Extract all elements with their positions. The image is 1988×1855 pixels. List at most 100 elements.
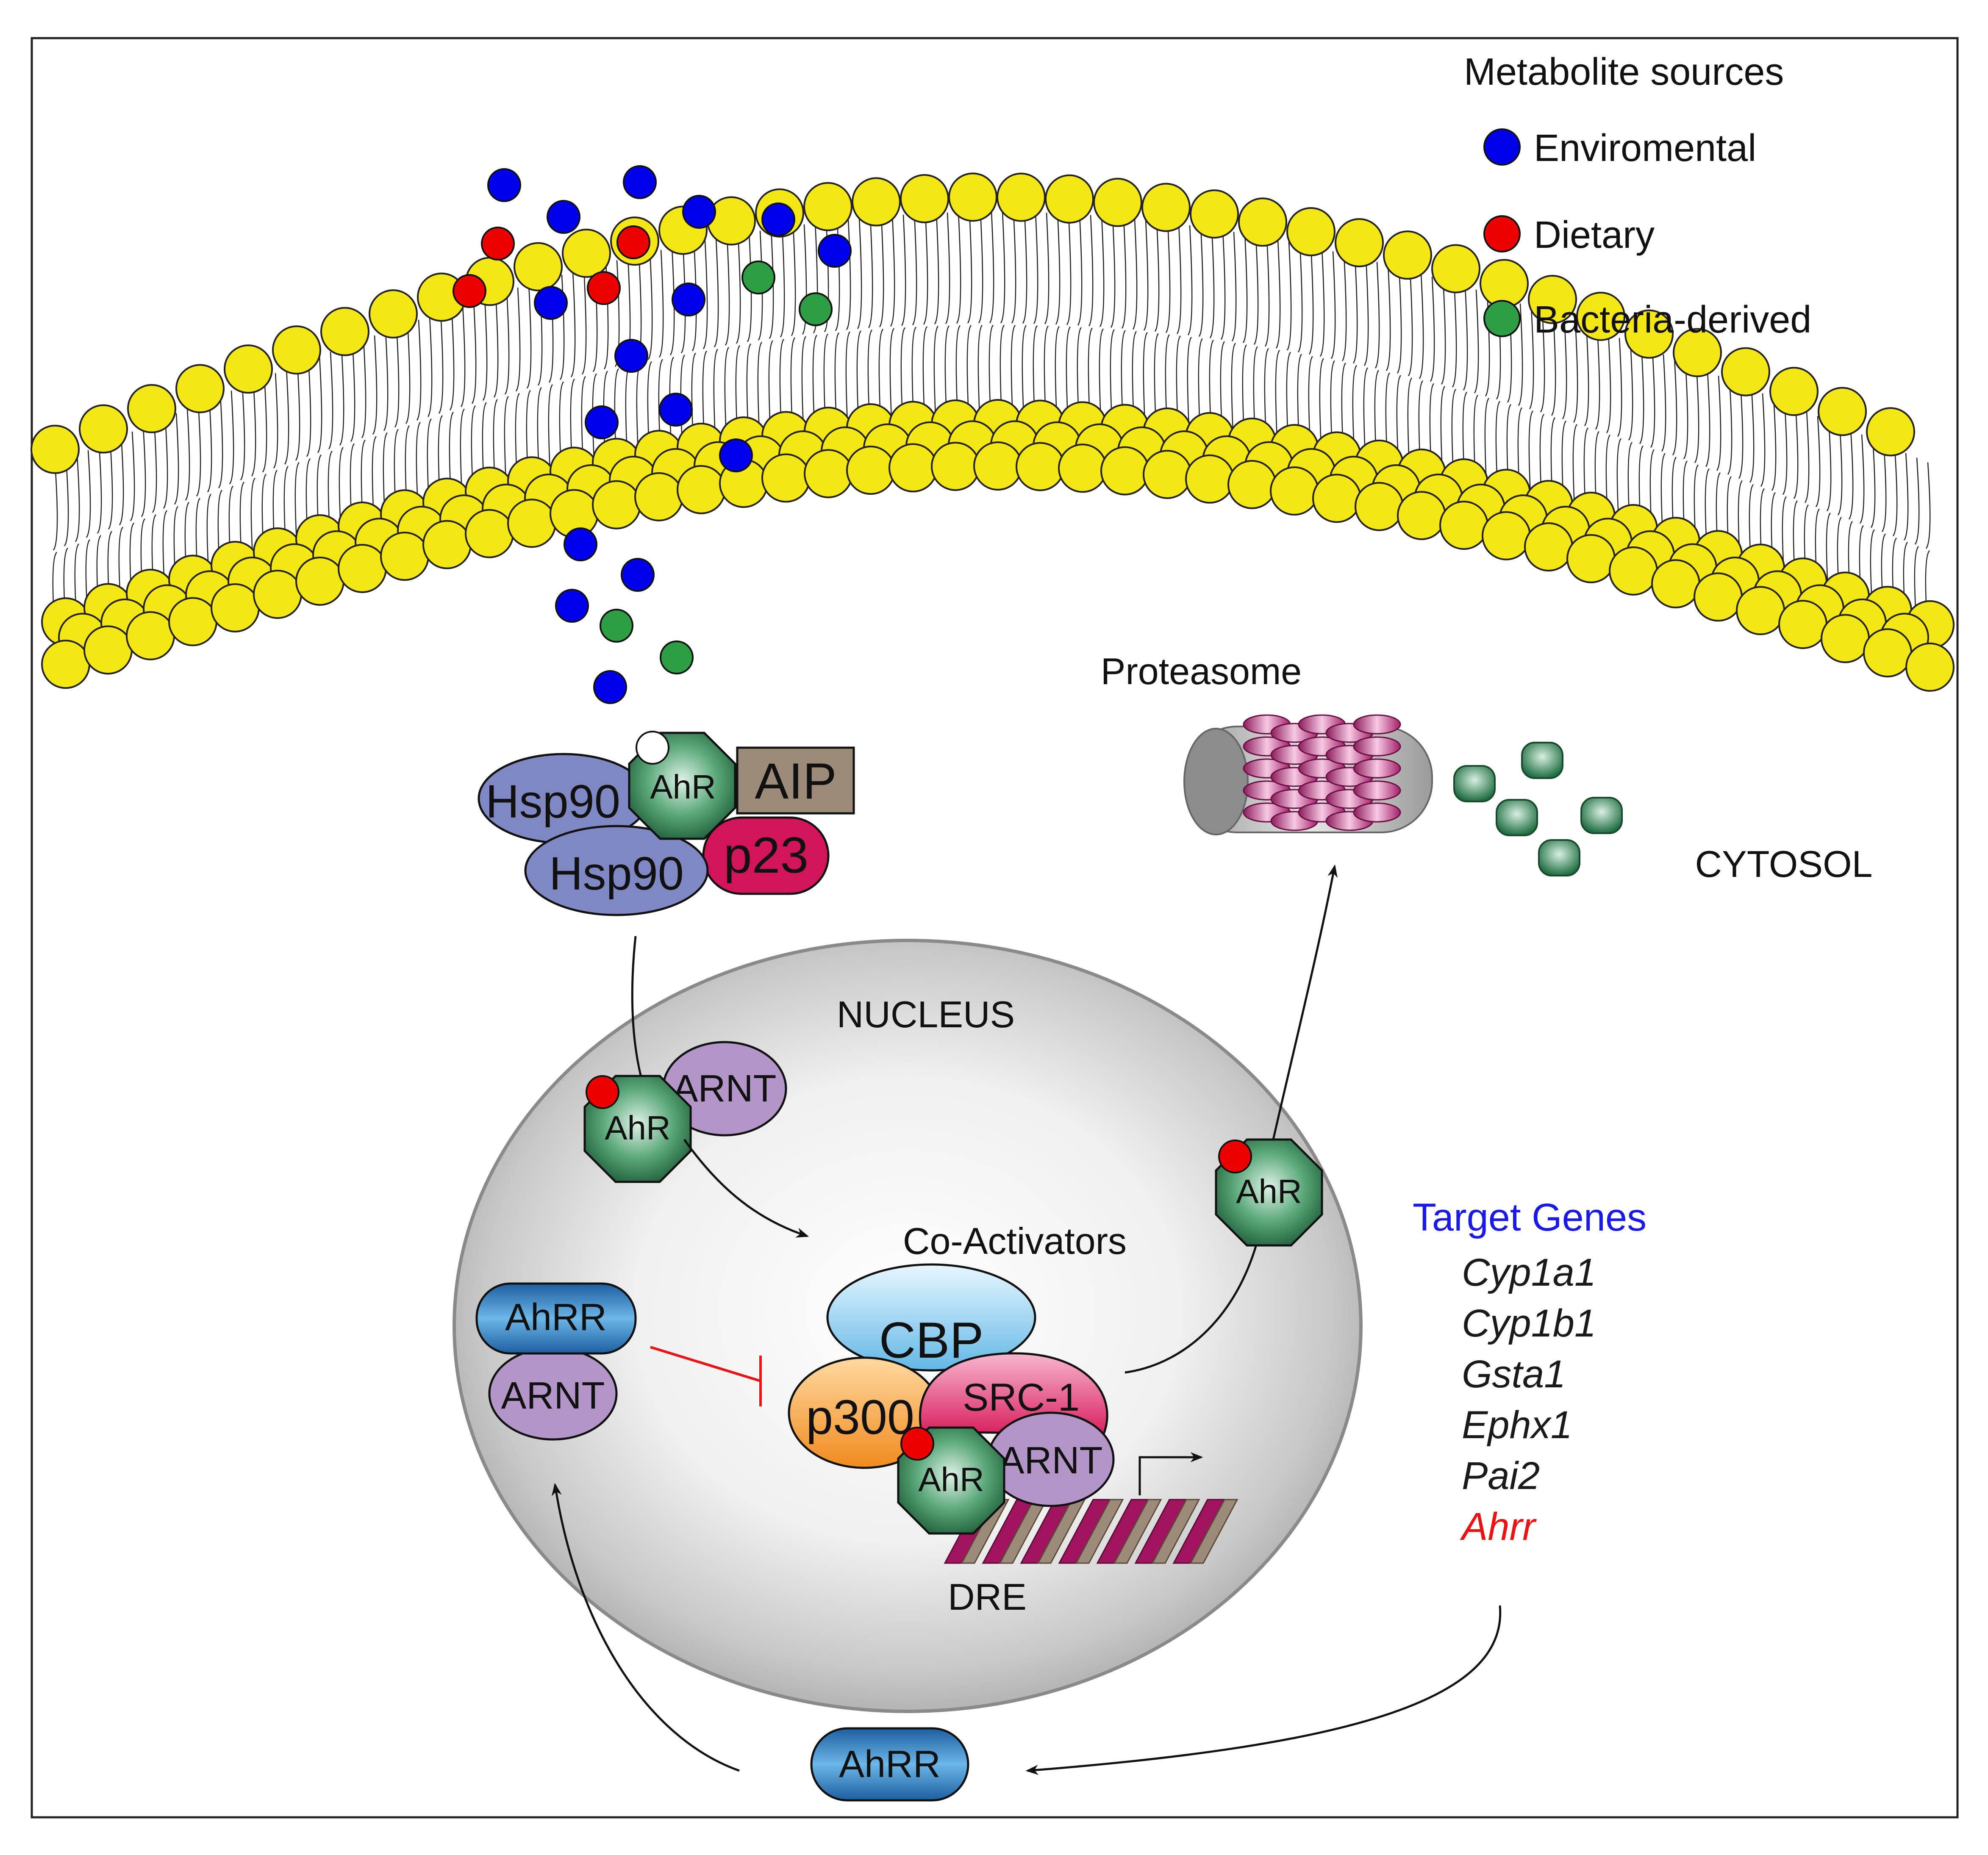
lipid-tail <box>1264 238 1270 347</box>
legend-swatch-dietary <box>1483 215 1521 252</box>
lipid-tail <box>75 455 80 542</box>
lipid-tail <box>1628 342 1633 441</box>
lipid-head <box>1524 522 1573 572</box>
lipid-tail <box>889 328 894 437</box>
lipid-tail <box>460 305 466 408</box>
lipid-tail <box>97 445 102 534</box>
ahr-label-complex: AhR <box>918 1461 984 1498</box>
lipid-head <box>1482 511 1531 560</box>
lipid-head <box>931 441 980 491</box>
ahr-arnt-dimer: ARNT AhR <box>583 1041 787 1183</box>
lipid-tail <box>691 243 697 352</box>
lipid-head <box>1227 460 1277 509</box>
lipid-head <box>1528 275 1577 324</box>
lipid-tail <box>218 395 223 488</box>
lipid-tail <box>86 450 91 538</box>
legend-title: Metabolite sources <box>1464 51 1784 93</box>
export-line <box>1124 1228 1262 1374</box>
lipid-tail <box>1143 220 1149 331</box>
lipid-tail <box>1562 318 1567 419</box>
transcription-complex: CBP p300 SRC-1 ARNT AhR <box>788 1263 1115 1535</box>
lipid-tail <box>207 399 212 493</box>
lipid-tail <box>108 441 113 530</box>
lipid-head <box>1769 367 1819 416</box>
lipid-head <box>900 174 949 223</box>
lipid-tail <box>1584 326 1589 426</box>
src1-label: SRC-1 <box>963 1376 1080 1419</box>
ligand-bound-dot-3 <box>1218 1140 1252 1173</box>
cytosol-label: CYTOSOL <box>1695 843 1873 885</box>
lipid-tail <box>306 360 311 457</box>
target-gene-item: Gsta1 <box>1462 1353 1566 1396</box>
lipid-tail <box>493 294 499 398</box>
lipid-tail <box>1903 453 1909 541</box>
dna-strand-segment <box>1113 1499 1162 1564</box>
metabolite-dot <box>600 609 633 643</box>
metabolite-dot <box>487 168 521 202</box>
lipid-tail <box>383 331 389 431</box>
ahrr-arnt-repressor: ARNT AhRR <box>475 1282 637 1441</box>
lipid-tail <box>1771 398 1777 491</box>
lipid-tail <box>912 214 917 325</box>
cytosolic-ahr-complex: Hsp90 AIP p23 Hsp90 AhR <box>478 731 855 916</box>
lipid-tail <box>1925 462 1931 549</box>
lipid-tail <box>328 352 333 449</box>
lipid-head <box>1566 534 1616 583</box>
lipid-head <box>804 449 853 499</box>
lipid-head <box>320 307 369 356</box>
lipid-tail <box>1892 448 1898 536</box>
legend-item-environmental: Enviromental <box>1534 127 1756 169</box>
lipid-head <box>803 182 852 231</box>
lipid-head <box>1383 230 1432 280</box>
metabolite-dot <box>799 292 833 326</box>
target-gene-item: Cyp1b1 <box>1462 1302 1596 1345</box>
lipid-tail <box>1187 225 1193 336</box>
arrow-to-proteasome <box>1272 864 1338 1140</box>
lipid-tail <box>1760 393 1766 487</box>
metabolite-dot <box>616 225 650 259</box>
lipid-tail <box>1176 224 1182 334</box>
lipid-head <box>211 583 260 632</box>
ahrr-protein-cytosolic <box>810 1727 969 1802</box>
lipid-tail <box>152 422 157 513</box>
metabolite-dot <box>741 261 775 294</box>
lipid-tail <box>868 217 873 328</box>
lipid-head <box>1190 189 1239 239</box>
ahr-exported: AhR <box>1215 1138 1323 1247</box>
lipid-tail <box>295 364 300 461</box>
lipid-tail <box>53 464 58 551</box>
lipid-head <box>1439 500 1488 550</box>
lipid-tail <box>1110 216 1116 328</box>
metabolite-dot <box>587 271 621 305</box>
metabolite-dots <box>453 165 852 704</box>
lipid-head <box>1651 559 1700 609</box>
p300-label: p300 <box>806 1390 914 1445</box>
hsp90-protein-2 <box>524 825 709 916</box>
target-gene-item: Pai2 <box>1462 1454 1540 1497</box>
lipid-tail <box>769 229 774 339</box>
lipid-tail <box>978 212 983 324</box>
lipid-tail <box>1044 213 1050 324</box>
lipid-tail <box>1441 280 1446 385</box>
lipid-head <box>422 520 472 569</box>
proteasome-subunit <box>1353 780 1401 801</box>
lipid-tail <box>1286 242 1292 351</box>
metabolite-dot <box>761 202 795 236</box>
lipid-tail <box>1000 212 1005 324</box>
lipid-tail <box>1198 227 1204 337</box>
lipid-head <box>1185 454 1234 504</box>
ahrr-label-nuclear: AhRR <box>505 1296 607 1339</box>
lipid-tail <box>702 240 708 349</box>
lipid-tail <box>515 287 521 392</box>
lipid-head <box>888 443 938 493</box>
metabolite-dot <box>593 670 627 704</box>
lipid-tail <box>1617 338 1622 437</box>
lipid-tail <box>339 347 344 446</box>
lipid-head <box>1821 614 1870 663</box>
lipid-tail <box>923 213 928 325</box>
legend-item-bacteria: Bacteria-derived <box>1534 299 1811 341</box>
lipid-tail <box>526 284 532 389</box>
ahr-fragment <box>1538 839 1580 876</box>
lipid-tail <box>64 459 69 546</box>
lipid-tail <box>1077 214 1083 326</box>
